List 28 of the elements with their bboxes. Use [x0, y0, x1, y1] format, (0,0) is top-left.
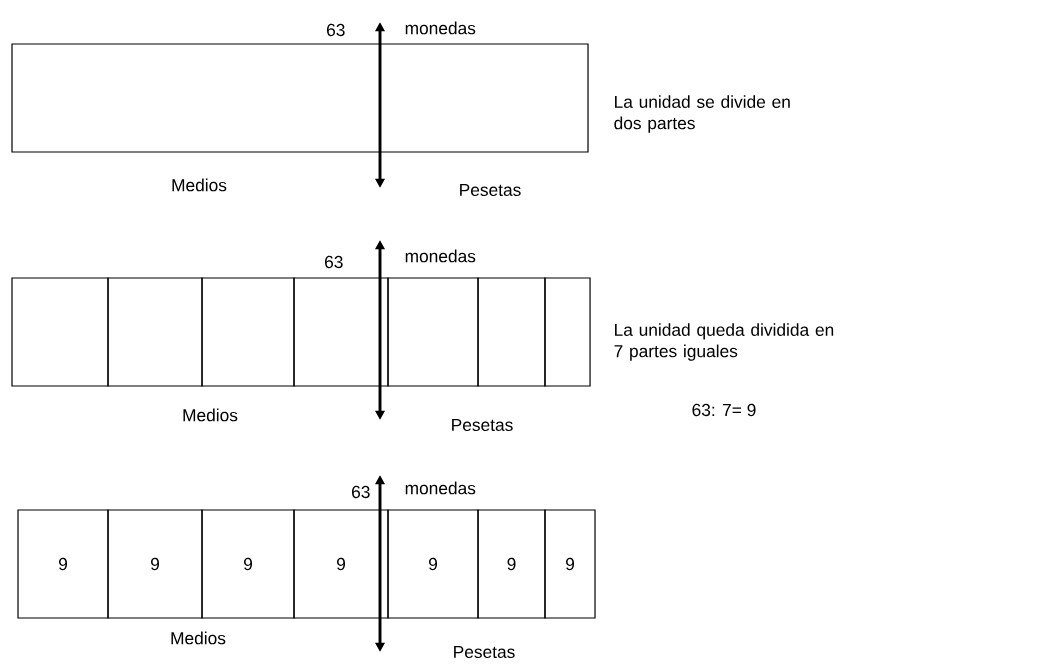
- bar-cell: [544, 277, 591, 387]
- bar-cell: 9: [544, 509, 596, 619]
- note-text: La unidad queda dividida en 7 partes iguales: [614, 323, 834, 361]
- bar-cell: [387, 277, 479, 387]
- side-label: Pesetas: [454, 645, 515, 659]
- bar-cell: 9: [477, 509, 546, 619]
- bar-cell: [293, 277, 389, 387]
- number-label: 63: [352, 485, 370, 499]
- bar-cell: 9: [17, 509, 109, 619]
- bar-cell: [11, 277, 109, 387]
- note-text: La unidad se divide en dos partes: [614, 95, 790, 133]
- side-label: Medios: [171, 631, 226, 645]
- bar-cell: 9: [107, 509, 203, 619]
- bar-cell: [107, 277, 203, 387]
- calculation-text: 63: 7= 9: [692, 403, 756, 417]
- bar-cell: 9: [293, 509, 389, 619]
- bar-cell: [201, 277, 295, 387]
- bar-cell: 9: [387, 509, 479, 619]
- side-label: Medios: [172, 178, 227, 192]
- side-label: Pesetas: [460, 183, 521, 197]
- unit-label: monedas: [405, 481, 476, 495]
- bar-cell: 9: [201, 509, 295, 619]
- bar: [11, 43, 589, 153]
- bar-cell: [477, 277, 546, 387]
- number-label: 63: [325, 255, 343, 269]
- side-label: Pesetas: [452, 418, 513, 432]
- side-label: Medios: [183, 408, 238, 422]
- unit-label: monedas: [405, 249, 476, 263]
